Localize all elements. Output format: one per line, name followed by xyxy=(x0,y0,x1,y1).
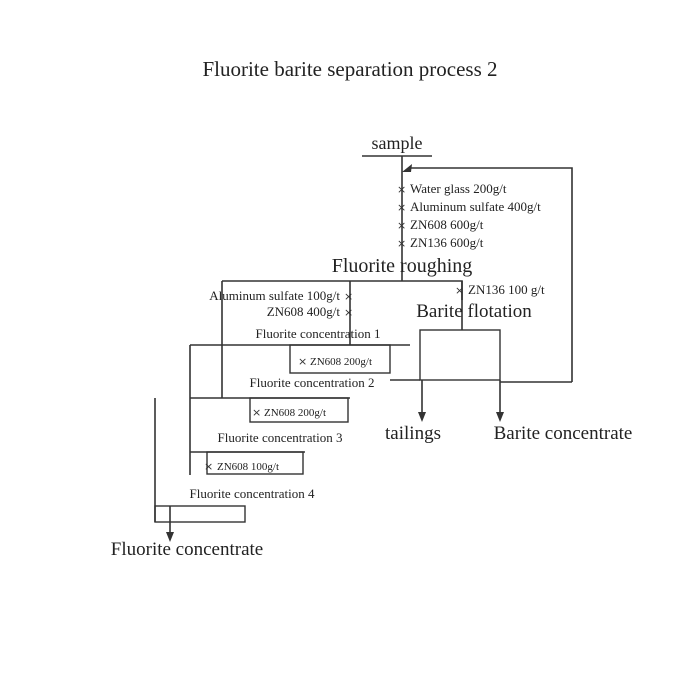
reagent-label: ZN608 600g/t xyxy=(410,217,484,232)
barite-flotation-cell xyxy=(419,329,501,381)
recycle-arrowhead xyxy=(402,164,412,172)
flow-lines xyxy=(154,155,573,542)
fluorite-concentration-4-label: Fluorite concentration 4 xyxy=(190,486,315,501)
reagent-label: ZN608 100g/t xyxy=(217,461,279,473)
reagent-label: ZN608 400g/t xyxy=(267,304,341,319)
x-mark-icon: × xyxy=(252,406,261,419)
sample-label: sample xyxy=(372,133,423,153)
barite-concentrate-label: Barite concentrate xyxy=(494,423,633,444)
fluorite-concentrate-arrowhead xyxy=(166,532,174,542)
reagent-label: ZN136 100 g/t xyxy=(468,282,545,297)
reagent-label: ZN608 200g/t xyxy=(310,356,372,368)
fluorite-roughing-label: Fluorite roughing xyxy=(332,255,473,277)
x-mark-icon: × xyxy=(344,306,353,319)
diagram-title: Fluorite barite separation process 2 xyxy=(202,57,497,81)
x-mark-icon: × xyxy=(397,183,406,196)
x-mark-icon: × xyxy=(397,219,406,232)
x-mark-icon: × xyxy=(397,201,406,214)
reagent-label: ZN608 200g/t xyxy=(264,407,326,419)
barite-flotation-label: Barite flotation xyxy=(416,301,532,322)
reagent-label: ZN136 600g/t xyxy=(410,235,484,250)
fluorite-concentrate-label: Fluorite concentrate xyxy=(111,539,263,560)
barite-recycle-arrow xyxy=(410,167,573,382)
fluorite-concentration-2-label: Fluorite concentration 2 xyxy=(250,375,375,390)
fluorite-concentration-1-label: Fluorite concentration 1 xyxy=(256,326,381,341)
reagent-label: Aluminum sulfate 400g/t xyxy=(410,199,541,214)
x-mark-icon: × xyxy=(298,355,307,368)
x-mark-icon: × xyxy=(455,284,464,297)
x-mark-icon: × xyxy=(397,237,406,250)
tailings-label: tailings xyxy=(385,423,441,444)
concentration-1-box xyxy=(289,344,391,374)
x-mark-icon: × xyxy=(344,290,353,303)
concentration-4-box xyxy=(154,505,246,523)
reagent-label: Water glass 200g/t xyxy=(410,181,507,196)
tailings-arrowhead xyxy=(418,412,426,422)
reagent-label: Aluminum sulfate 100g/t xyxy=(209,288,340,303)
reagent-marks: × × × × × × × × × × xyxy=(204,183,464,473)
x-mark-icon: × xyxy=(204,460,213,473)
barite-concentrate-arrowhead xyxy=(496,412,504,422)
fluorite-concentration-3-label: Fluorite concentration 3 xyxy=(218,430,343,445)
